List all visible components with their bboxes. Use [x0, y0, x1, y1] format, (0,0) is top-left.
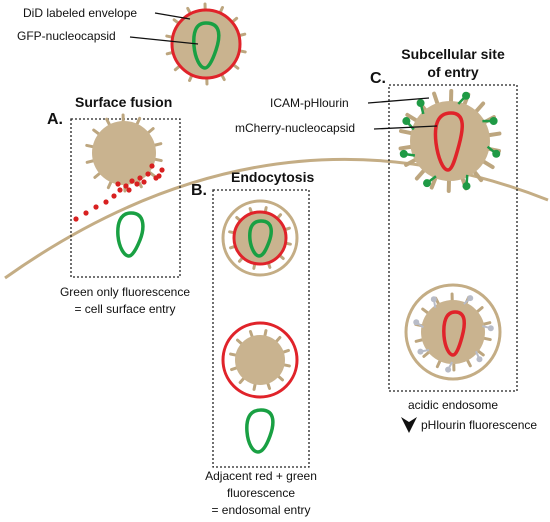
lipid-dye-dot	[126, 187, 132, 193]
panel-a-released-nucleocapsid	[116, 211, 145, 258]
glycoprotein-spike	[471, 168, 484, 183]
panel-c-acidic-endosome	[404, 283, 502, 381]
panel-c-mcherry-nucleocapsid	[433, 111, 464, 172]
lipid-dye-dot	[149, 163, 155, 169]
quenched-phlourin-markers	[413, 295, 494, 373]
glycoprotein-spike	[473, 101, 486, 115]
panel-c-title-1: Subcellular site	[401, 46, 505, 62]
legend-nucleocapsid-label: GFP-nucleocapsid	[17, 29, 116, 43]
quenched-head	[467, 295, 474, 302]
quenched-head	[445, 366, 452, 373]
lipid-dye-dot	[141, 179, 147, 185]
glycoprotein-spike	[398, 129, 415, 136]
phlourin-head	[492, 149, 501, 158]
panel-a-title: Surface fusion	[75, 94, 172, 110]
lipid-dye-dot	[134, 181, 140, 187]
lipid-dye-dot	[83, 210, 89, 216]
phlourin-head	[462, 182, 471, 191]
phlourin-head	[489, 116, 498, 125]
panel-b-caption-2: fluorescence	[227, 486, 295, 500]
quenched-head	[417, 348, 424, 355]
quenched-head	[413, 319, 420, 326]
panel-a-caption-1: Green only fluorescence	[60, 285, 190, 299]
lipid-dye-dot	[115, 181, 121, 187]
panel-c-letter: C.	[370, 70, 386, 87]
legend-nucleocapsid	[192, 21, 221, 70]
lipid-dye-dot	[159, 167, 165, 173]
lipid-dye-dot	[129, 178, 135, 184]
lipid-dye-dot	[93, 204, 99, 210]
icam-phlourin-markers	[399, 91, 501, 191]
panel-c-box	[388, 84, 518, 392]
lipid-dye-dot	[156, 173, 162, 179]
lipid-dye-dot	[123, 183, 129, 189]
panel-a-fused-virion	[85, 113, 163, 193]
panel-b-box	[212, 189, 310, 468]
lipid-dye-dot	[117, 187, 123, 193]
phlourin-head	[399, 149, 408, 158]
lipid-dye-dot	[137, 175, 143, 181]
lipid-dye-dot	[111, 193, 117, 199]
panel-c-endosome-caption: acidic endosome	[408, 398, 498, 412]
panel-a-box	[70, 118, 181, 278]
panel-b-released-nucleocapsid	[245, 408, 275, 454]
panel-a-letter: A.	[47, 111, 63, 128]
panel-a-lipid-dots	[73, 163, 165, 222]
panel-c-title-2: of entry	[427, 64, 479, 80]
panel-a-caption-2: = cell surface entry	[74, 302, 175, 316]
phlourin-head	[462, 91, 471, 100]
quenched-head	[476, 356, 483, 363]
panel-c-mcherry-pointer	[373, 125, 438, 130]
panel-b-title: Endocytosis	[231, 169, 314, 185]
lipid-dye-dot	[103, 199, 109, 205]
phlourin-head	[416, 99, 425, 108]
panel-c-fluorescence-caption: pHlourin fluorescence	[421, 418, 537, 432]
panel-c-icam-label: ICAM-pHlourin	[270, 96, 349, 110]
legend-nucleocapsid-pointer	[129, 36, 199, 45]
lipid-dye-dot	[73, 216, 79, 222]
quenched-head	[487, 325, 494, 332]
panel-c-icam-pointer	[367, 97, 430, 104]
quenched-head	[430, 296, 437, 303]
panel-b-fused-endosome	[221, 321, 299, 399]
panel-b-endosome-virion	[221, 199, 299, 277]
panel-c-virion	[398, 89, 502, 193]
panel-b-caption-3: = endosomal entry	[211, 503, 310, 517]
panel-c-mcherry-label: mCherry-nucleocapsid	[235, 121, 355, 135]
glycoprotein-spike	[414, 167, 427, 181]
lipid-dye-dot	[145, 171, 151, 177]
panel-b-letter: B.	[191, 182, 207, 199]
legend-envelope-pointer	[154, 12, 191, 20]
down-arrowhead-icon	[401, 417, 417, 433]
legend-virion	[165, 2, 247, 86]
panel-b-caption-1: Adjacent red + green	[205, 469, 317, 483]
legend-envelope-label: DiD labeled envelope	[23, 6, 137, 20]
phlourin-head	[423, 179, 432, 188]
phlourin-head	[402, 117, 411, 126]
